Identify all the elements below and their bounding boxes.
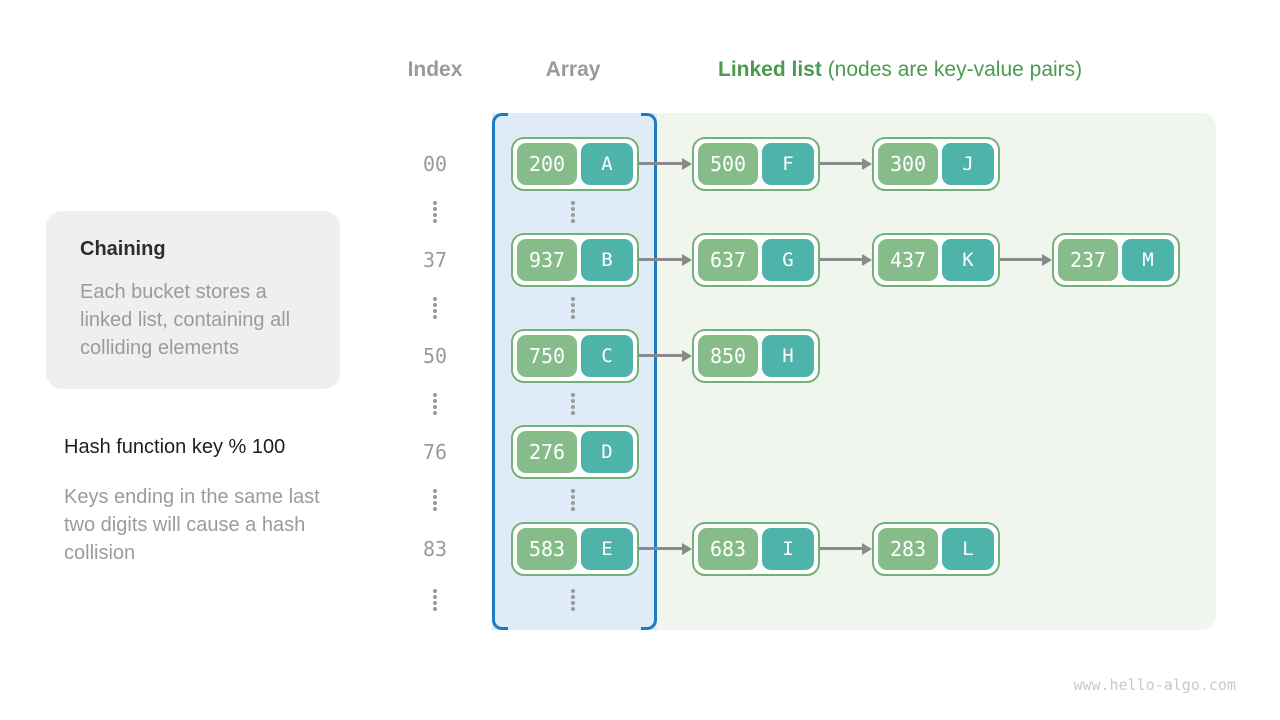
node-key: 437 <box>878 239 938 281</box>
kv-node-276-D: 276 D <box>511 425 639 479</box>
node-key: 637 <box>698 239 758 281</box>
node-value: F <box>762 143 814 185</box>
arrow-icon <box>820 547 862 550</box>
index-label-76: 76 <box>422 440 448 464</box>
kv-node-683-I: 683 I <box>692 522 820 576</box>
index-ellipsis-icon <box>433 489 437 511</box>
node-value: H <box>762 335 814 377</box>
index-label-83: 83 <box>422 537 448 561</box>
index-ellipsis-icon <box>433 297 437 319</box>
watermark: www.hello-algo.com <box>1073 676 1236 694</box>
chaining-description: Each bucket stores a linked list, contai… <box>80 281 291 359</box>
node-value: M <box>1122 239 1174 281</box>
kv-node-500-F: 500 F <box>692 137 820 191</box>
array-ellipsis-icon <box>571 489 575 511</box>
index-ellipsis-icon <box>433 393 437 415</box>
hash-function-note: Hash function key % 100 <box>64 436 286 458</box>
node-key: 937 <box>517 239 577 281</box>
node-key: 276 <box>517 431 577 473</box>
kv-node-750-C: 750 C <box>511 329 639 383</box>
node-value: J <box>942 143 994 185</box>
arrow-icon <box>639 258 682 261</box>
node-value: C <box>581 335 633 377</box>
node-key: 300 <box>878 143 938 185</box>
index-ellipsis-icon <box>433 201 437 223</box>
node-key: 850 <box>698 335 758 377</box>
linked-list-header-title: Linked list <box>718 58 822 81</box>
kv-node-937-B: 937 B <box>511 233 639 287</box>
node-key: 583 <box>517 528 577 570</box>
kv-node-583-E: 583 E <box>511 522 639 576</box>
arrow-icon <box>1000 258 1042 261</box>
node-value: D <box>581 431 633 473</box>
array-ellipsis-icon <box>571 297 575 319</box>
node-value: L <box>942 528 994 570</box>
node-key: 750 <box>517 335 577 377</box>
linked-list-header: Linked list (nodes are key-value pairs) <box>718 58 1082 82</box>
node-value: G <box>762 239 814 281</box>
kv-node-850-H: 850 H <box>692 329 820 383</box>
arrow-icon <box>639 162 682 165</box>
node-key: 283 <box>878 528 938 570</box>
arrow-icon <box>820 162 862 165</box>
kv-node-200-A: 200 A <box>511 137 639 191</box>
node-value: K <box>942 239 994 281</box>
chaining-title: Chaining <box>80 238 166 260</box>
kv-node-437-K: 437 K <box>872 233 1000 287</box>
node-key: 683 <box>698 528 758 570</box>
array-ellipsis-icon <box>571 589 575 611</box>
kv-node-237-M: 237 M <box>1052 233 1180 287</box>
kv-node-637-G: 637 G <box>692 233 820 287</box>
array-ellipsis-icon <box>571 393 575 415</box>
arrow-icon <box>639 354 682 357</box>
array-ellipsis-icon <box>571 201 575 223</box>
array-bracket-right <box>641 113 657 630</box>
chaining-info-card: Chaining Each bucket stores a linked lis… <box>46 211 340 389</box>
linked-list-header-subtitle: (nodes are key-value pairs) <box>821 58 1083 81</box>
index-label-37: 37 <box>422 248 448 272</box>
array-bracket-left <box>492 113 508 630</box>
index-ellipsis-icon <box>433 589 437 611</box>
index-label-50: 50 <box>422 344 448 368</box>
kv-node-300-J: 300 J <box>872 137 1000 191</box>
array-column-header: Array <box>545 58 601 81</box>
node-key: 200 <box>517 143 577 185</box>
index-label-00: 00 <box>422 152 448 176</box>
node-value: B <box>581 239 633 281</box>
node-value: E <box>581 528 633 570</box>
kv-node-283-L: 283 L <box>872 522 1000 576</box>
node-value: I <box>762 528 814 570</box>
node-key: 237 <box>1058 239 1118 281</box>
arrow-icon <box>639 547 682 550</box>
node-key: 500 <box>698 143 758 185</box>
arrow-icon <box>820 258 862 261</box>
collision-note: Keys ending in the same last two digits … <box>64 486 320 564</box>
index-column-header: Index <box>407 58 463 81</box>
node-value: A <box>581 143 633 185</box>
